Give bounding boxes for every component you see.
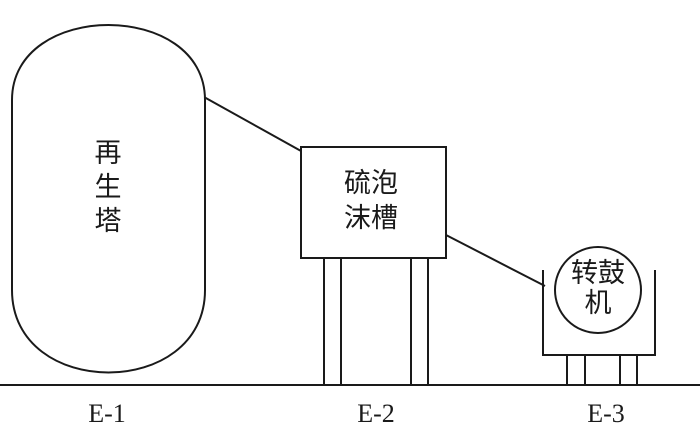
sulfur-foam-tank: 硫泡 沫槽	[300, 146, 447, 385]
tag-e2: E-2	[357, 399, 395, 428]
foam-tank-body	[300, 146, 447, 259]
pipe-foam-tank-to-drum	[445, 234, 546, 287]
drum-circle	[554, 246, 642, 334]
regenerator-label-line-1: 再	[95, 138, 122, 169]
regenerator-label-line-2: 生	[95, 172, 122, 203]
regenerator-tower: 再 生 塔	[11, 24, 206, 374]
foam-tank-label-line-2: 沫槽	[344, 203, 398, 234]
tag-e1: E-1	[88, 399, 126, 428]
tag-e3: E-3	[587, 399, 625, 428]
drum-label-line-1: 转鼓	[571, 258, 625, 289]
drum-trough	[542, 270, 656, 356]
regenerator-label-line-3: 塔	[95, 206, 122, 237]
foam-tank-label-line-1: 硫泡	[344, 168, 398, 199]
pipe-regenerator-to-foam-tank	[203, 96, 302, 152]
regenerator-vessel	[11, 24, 206, 374]
drum-label-line-2: 机	[585, 288, 612, 319]
rotary-drum-filter: 转鼓 机	[542, 246, 656, 385]
